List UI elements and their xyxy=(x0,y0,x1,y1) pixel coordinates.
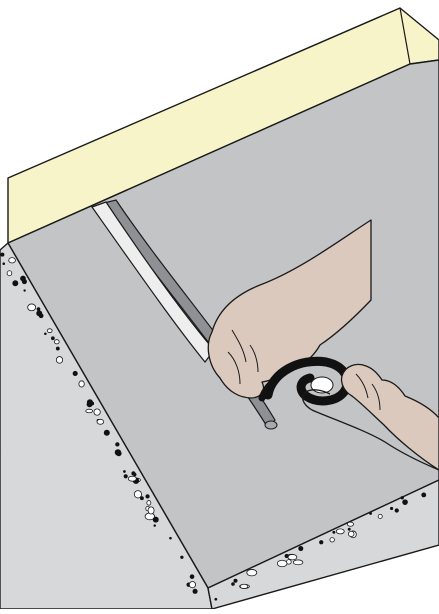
aggregate-speck xyxy=(189,582,195,588)
aggregate-speck xyxy=(115,449,121,455)
aggregate-speck xyxy=(401,496,404,499)
aggregate-speck xyxy=(153,524,155,526)
aggregate-speck xyxy=(233,579,237,583)
aggregate-speck xyxy=(2,262,5,265)
aggregate-speck xyxy=(153,517,159,523)
aggregate-speck xyxy=(0,253,4,257)
aggregate-speck xyxy=(169,537,172,540)
aggregate-speck xyxy=(231,582,235,586)
aggregate-speck xyxy=(214,598,217,601)
aggregate-speck xyxy=(134,491,141,498)
aggregate-speck xyxy=(51,336,55,340)
aggregate-speck xyxy=(123,470,126,473)
aggregate-speck xyxy=(73,371,78,376)
aggregate-speck xyxy=(293,560,303,565)
aggregate-speck xyxy=(145,494,149,498)
aggregate-speck xyxy=(9,258,16,263)
aggregate-speck xyxy=(104,430,110,436)
aggregate-speck xyxy=(23,289,25,291)
aggregate-speck xyxy=(277,560,287,566)
aggregate-speck xyxy=(193,589,198,594)
aggregate-speck xyxy=(378,514,382,518)
aggregate-speck xyxy=(369,512,372,515)
aggregate-speck xyxy=(395,508,399,512)
aggregate-speck xyxy=(14,281,17,284)
aggregate-speck xyxy=(348,531,354,536)
aggregate-speck xyxy=(44,332,47,335)
aggregate-speck xyxy=(56,347,60,351)
aggregate-speck xyxy=(87,399,93,405)
aggregate-speck xyxy=(285,554,289,558)
aggregate-speck xyxy=(402,499,408,505)
aggregate-speck xyxy=(332,531,335,534)
aggregate-speck xyxy=(56,357,62,364)
aggregate-speck xyxy=(79,381,84,387)
aggregate-speck xyxy=(148,507,154,514)
aggregate-speck xyxy=(86,409,93,413)
aggregate-speck xyxy=(330,538,335,542)
aggregate-speck xyxy=(240,584,248,588)
aggregate-speck xyxy=(7,271,12,276)
aggregate-speck xyxy=(147,501,151,506)
aggregate-speck xyxy=(20,276,26,282)
aggregate-speck xyxy=(36,310,42,316)
aggregate-speck xyxy=(124,474,128,478)
aggregate-speck xyxy=(180,556,183,559)
aggregate-speck xyxy=(128,476,136,481)
aggregate-speck xyxy=(288,554,297,559)
aggregate-speck xyxy=(298,546,303,551)
aggregate-speck xyxy=(390,507,393,510)
aggregate-speck xyxy=(247,569,257,575)
aggregate-speck xyxy=(94,409,100,415)
aggregate-speck xyxy=(348,528,351,531)
aggregate-speck xyxy=(28,304,36,311)
aggregate-speck xyxy=(347,522,353,526)
aggregate-speck xyxy=(190,574,195,579)
aggregate-speck xyxy=(54,340,59,344)
aggregate-speck xyxy=(319,540,323,544)
aggregate-speck xyxy=(336,529,344,534)
aggregate-speck xyxy=(115,442,119,446)
aggregate-speck xyxy=(47,329,52,333)
aggregate-speck xyxy=(97,419,104,424)
aggregate-speck xyxy=(131,471,135,475)
aggregate-speck xyxy=(421,493,426,498)
